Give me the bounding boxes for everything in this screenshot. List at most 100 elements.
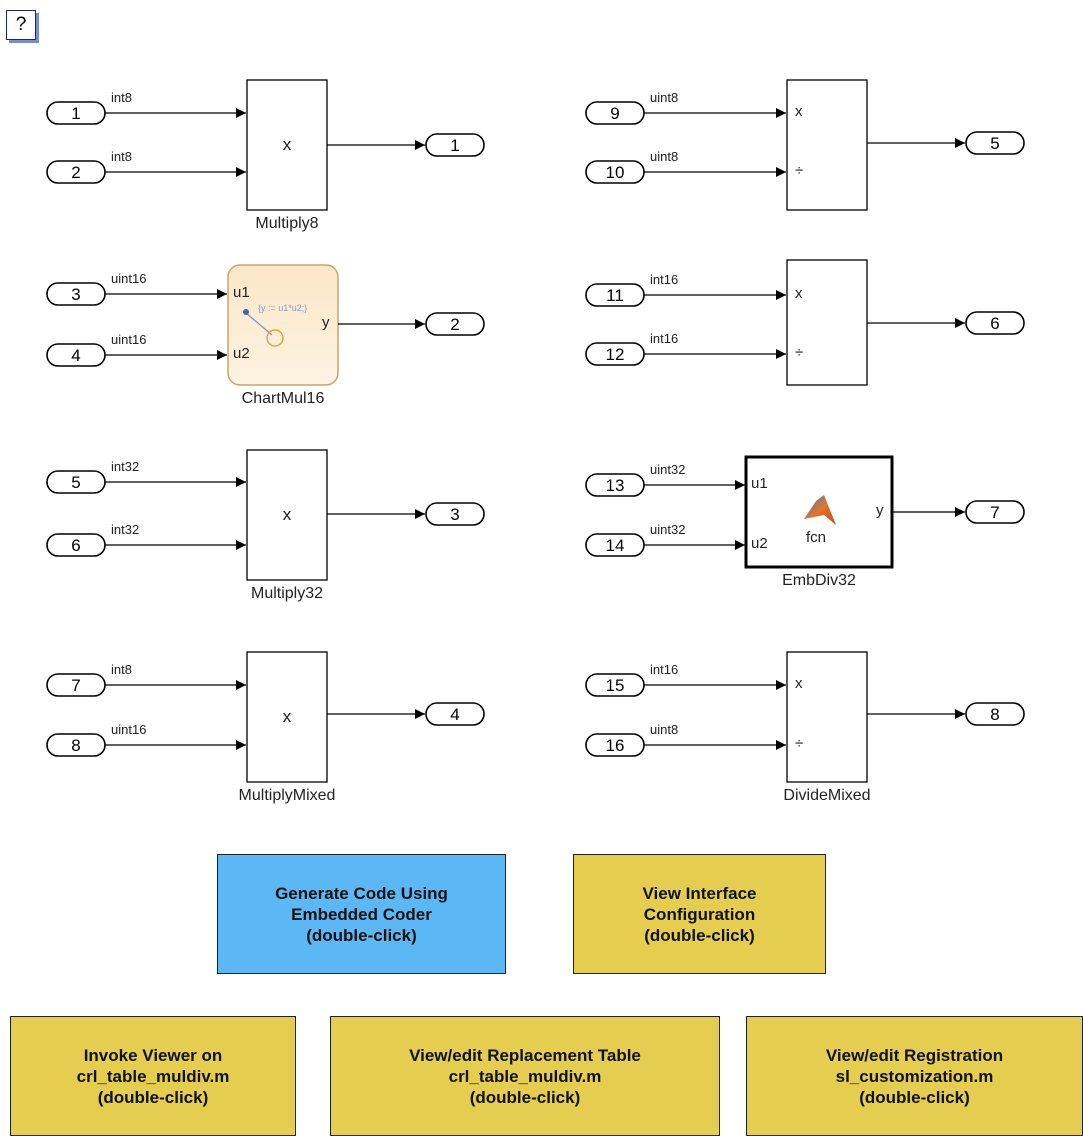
outport-8[interactable]: 8 — [965, 702, 1025, 726]
svg-text:6: 6 — [71, 536, 80, 555]
outport-1[interactable]: 1 — [425, 133, 485, 157]
svg-text:4: 4 — [450, 705, 459, 724]
inport-12[interactable]: 12 — [585, 342, 645, 366]
block-operator-label: x — [282, 135, 292, 154]
input-port-label: x — [795, 675, 803, 692]
input-port-label: u2 — [233, 345, 250, 362]
output-port-label: y — [322, 314, 330, 331]
block-multiply8[interactable] — [246, 79, 328, 211]
view-edit-table-button[interactable]: View/edit Replacement Table crl_table_mu… — [330, 1016, 720, 1136]
input-port-label: ÷ — [795, 735, 804, 752]
signal-type-label: uint16 — [111, 271, 147, 286]
signal-type-label: uint8 — [650, 722, 679, 737]
signal-type-label: int16 — [650, 331, 679, 346]
signal-type-label: int32 — [111, 459, 140, 474]
signal-type-label: uint32 — [650, 522, 686, 537]
signal-type-label: int32 — [111, 522, 140, 537]
inport-11[interactable]: 11 — [585, 283, 645, 307]
svg-text:8: 8 — [71, 736, 80, 755]
input-port-label: u1 — [233, 284, 250, 301]
input-port-label: x — [795, 285, 803, 302]
svg-text:8: 8 — [990, 705, 999, 724]
svg-text:3: 3 — [71, 285, 80, 304]
svg-text:5: 5 — [71, 473, 80, 492]
block-multiply32[interactable] — [246, 449, 328, 581]
svg-text:10: 10 — [606, 163, 625, 182]
input-port-label: u1 — [751, 475, 768, 492]
inport-16[interactable]: 16 — [585, 733, 645, 757]
inport-13[interactable]: 13 — [585, 473, 645, 497]
fcn-label: fcn — [806, 529, 827, 546]
input-port-label: u2 — [751, 535, 768, 552]
svg-text:7: 7 — [990, 503, 999, 522]
signal-type-label: int8 — [111, 90, 132, 105]
inport-3[interactable]: 3 — [46, 282, 106, 306]
inport-8[interactable]: 8 — [46, 733, 106, 757]
view-interface-button[interactable]: View Interface Configuration (double-cli… — [573, 854, 826, 974]
block-name-multiply32: Multiply32 — [250, 585, 324, 602]
view-edit-registration-button[interactable]: View/edit Registration sl_customization.… — [746, 1016, 1083, 1136]
inport-2[interactable]: 2 — [46, 160, 106, 184]
block-name-multiplymixed: MultiplyMixed — [238, 787, 336, 804]
help-button[interactable]: ? — [6, 10, 36, 40]
outport-7[interactable]: 7 — [965, 500, 1025, 524]
outport-2[interactable]: 2 — [425, 312, 485, 336]
signal-type-label: uint16 — [111, 722, 147, 737]
input-port-label: ÷ — [795, 344, 804, 361]
inport-15[interactable]: 15 — [585, 673, 645, 697]
block-embdiv32[interactable] — [744, 455, 894, 569]
svg-text:12: 12 — [606, 345, 625, 364]
chart-expression: {y := u1*u2;} — [258, 303, 307, 313]
block-operator-label: x — [282, 707, 292, 726]
signal-type-label: uint8 — [650, 90, 679, 105]
block-multiplymixed[interactable] — [246, 651, 328, 783]
signal-type-label: uint32 — [650, 462, 686, 477]
block-divide8[interactable] — [786, 79, 868, 211]
generate-code-button[interactable]: Generate Code Using Embedded Coder (doub… — [217, 854, 506, 974]
outport-5[interactable]: 5 — [965, 131, 1025, 155]
svg-text:11: 11 — [606, 286, 624, 305]
block-dividemixed[interactable] — [786, 651, 868, 783]
inport-14[interactable]: 14 — [585, 533, 645, 557]
invoke-viewer-button[interactable]: Invoke Viewer on crl_table_muldiv.m (dou… — [10, 1016, 296, 1136]
inport-6[interactable]: 6 — [46, 533, 106, 557]
block-name-embdiv32: EmbDiv32 — [782, 572, 856, 589]
svg-text:7: 7 — [71, 676, 80, 695]
svg-text:16: 16 — [606, 736, 625, 755]
inport-10[interactable]: 10 — [585, 160, 645, 184]
svg-text:1: 1 — [71, 104, 80, 123]
svg-text:2: 2 — [71, 163, 80, 182]
signal-type-label: int16 — [650, 272, 679, 287]
input-port-label: ÷ — [795, 162, 804, 179]
block-divide16[interactable] — [786, 259, 868, 386]
block-operator-label: x — [282, 505, 292, 524]
svg-text:13: 13 — [606, 476, 625, 495]
inport-9[interactable]: 9 — [585, 101, 645, 125]
svg-text:5: 5 — [990, 134, 999, 153]
block-name-chartmul16: ChartMul16 — [241, 390, 325, 407]
outport-4[interactable]: 4 — [425, 702, 485, 726]
block-chartmul16[interactable]: {y := u1*u2;} — [227, 264, 339, 386]
inport-7[interactable]: 7 — [46, 673, 106, 697]
signal-type-label: int8 — [111, 149, 132, 164]
outport-6[interactable]: 6 — [965, 311, 1025, 335]
inport-1[interactable]: 1 — [46, 101, 106, 125]
outport-3[interactable]: 3 — [425, 502, 485, 526]
block-name-dividemixed: DivideMixed — [783, 787, 871, 804]
svg-text:9: 9 — [610, 104, 619, 123]
svg-text:1: 1 — [450, 136, 459, 155]
input-port-label: x — [795, 103, 803, 120]
signal-type-label: int8 — [111, 662, 132, 677]
svg-text:2: 2 — [450, 315, 459, 334]
svg-text:6: 6 — [990, 314, 999, 333]
signal-type-label: uint16 — [111, 332, 147, 347]
svg-text:15: 15 — [606, 676, 625, 695]
signal-type-label: int16 — [650, 662, 679, 677]
svg-text:3: 3 — [450, 505, 459, 524]
signal-type-label: uint8 — [650, 149, 679, 164]
inport-4[interactable]: 4 — [46, 343, 106, 367]
inport-5[interactable]: 5 — [46, 470, 106, 494]
output-port-label: y — [876, 502, 884, 519]
svg-text:14: 14 — [606, 536, 625, 555]
